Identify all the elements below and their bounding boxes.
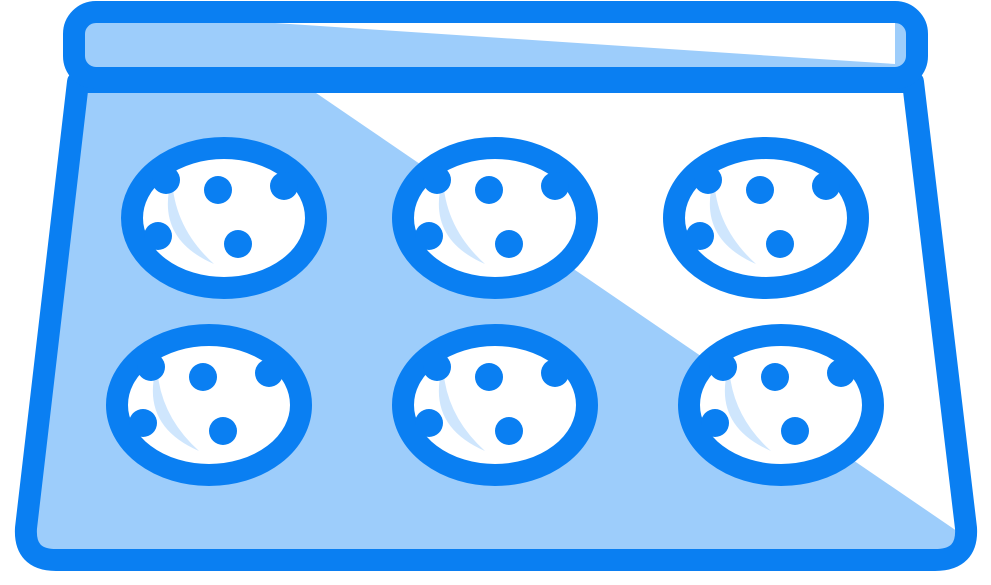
chocolate-chip bbox=[686, 222, 714, 250]
chocolate-chip bbox=[475, 176, 503, 204]
cookie-group bbox=[106, 137, 884, 486]
chocolate-chip bbox=[137, 353, 165, 381]
chocolate-chip bbox=[812, 172, 840, 200]
chocolate-chip bbox=[152, 166, 180, 194]
chocolate-chip bbox=[746, 176, 774, 204]
cookie bbox=[678, 324, 884, 486]
chocolate-chip bbox=[209, 417, 237, 445]
chocolate-chip bbox=[827, 359, 855, 387]
chocolate-chip bbox=[129, 409, 157, 437]
cookie bbox=[663, 137, 869, 299]
chocolate-chip bbox=[270, 172, 298, 200]
cookie bbox=[392, 137, 598, 299]
chocolate-chip bbox=[761, 363, 789, 391]
chocolate-chip bbox=[701, 409, 729, 437]
chocolate-chip bbox=[475, 363, 503, 391]
cookie bbox=[121, 137, 327, 299]
chocolate-chip bbox=[255, 359, 283, 387]
chocolate-chip bbox=[423, 353, 451, 381]
chocolate-chip bbox=[144, 222, 172, 250]
tray-rim bbox=[63, 1, 928, 89]
cookie bbox=[392, 324, 598, 486]
chocolate-chip bbox=[541, 359, 569, 387]
rim-glare bbox=[260, 22, 895, 64]
chocolate-chip bbox=[224, 230, 252, 258]
chocolate-chip bbox=[415, 409, 443, 437]
chocolate-chip bbox=[766, 230, 794, 258]
chocolate-chip bbox=[541, 172, 569, 200]
chocolate-chip bbox=[709, 353, 737, 381]
chocolate-chip bbox=[781, 417, 809, 445]
chocolate-chip bbox=[495, 230, 523, 258]
cookie bbox=[106, 324, 312, 486]
chocolate-chip bbox=[423, 166, 451, 194]
chocolate-chip bbox=[694, 166, 722, 194]
chocolate-chip bbox=[189, 363, 217, 391]
chocolate-chip bbox=[495, 417, 523, 445]
chocolate-chip bbox=[204, 176, 232, 204]
chocolate-chip bbox=[415, 222, 443, 250]
